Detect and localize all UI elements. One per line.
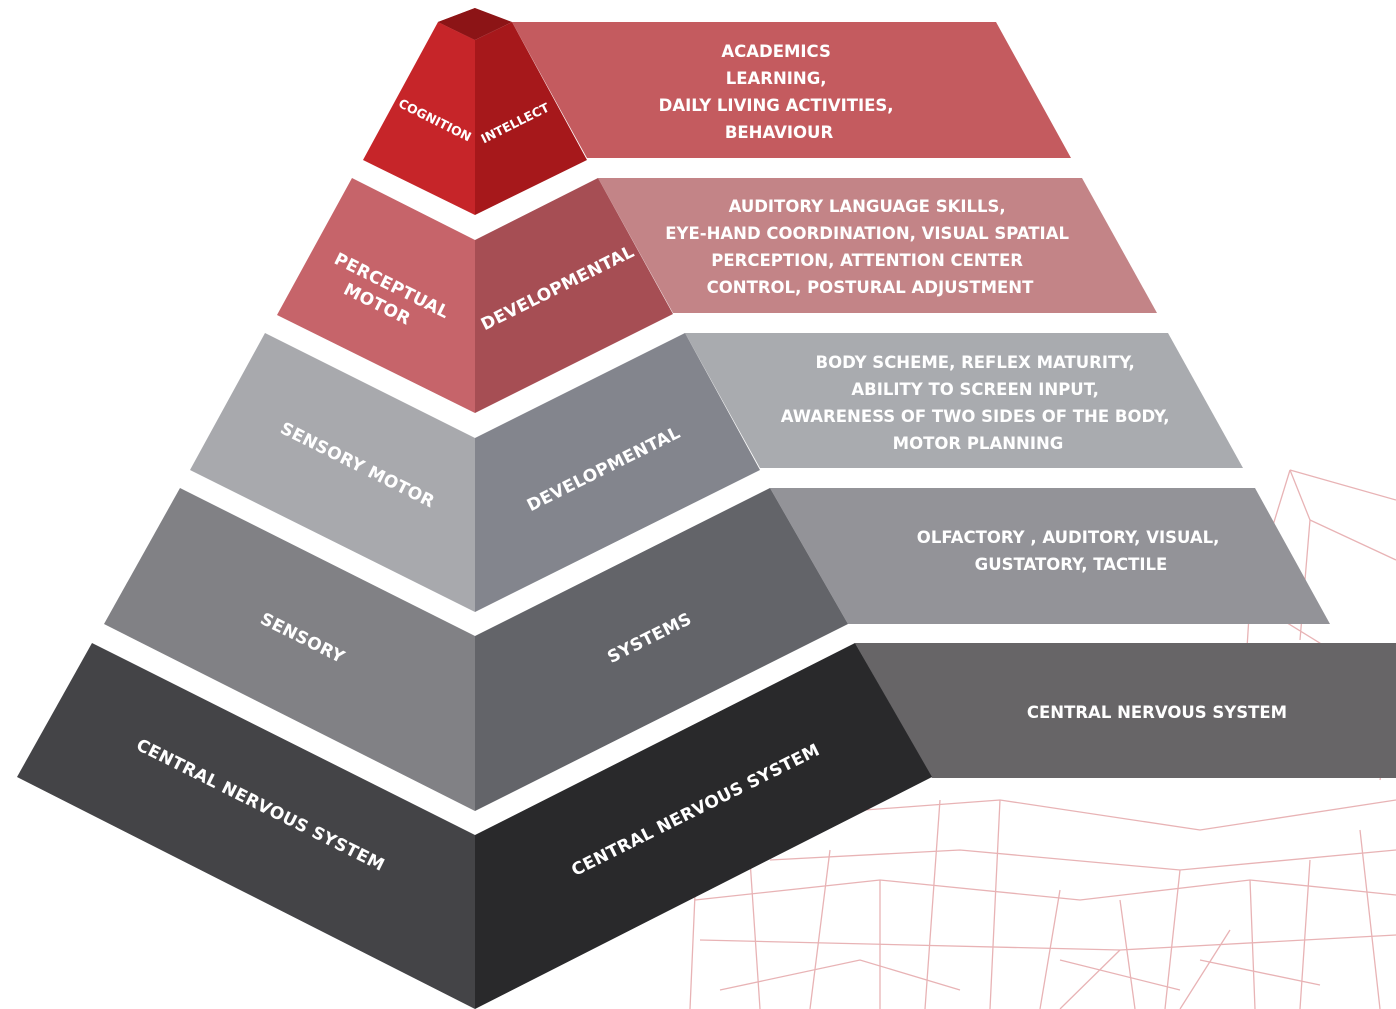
level-perceptual-motor: PERCEPTUAL MOTOR DEVELOPMENTAL AUDITORY … xyxy=(277,178,1157,413)
level-cns: CENTRAL NERVOUS SYSTEM CENTRAL NERVOUS S… xyxy=(17,643,1396,1009)
band-perceptual-motor xyxy=(598,178,1157,313)
pyramid-apex xyxy=(438,8,512,40)
level-cognition: COGNITION INTELLECT ACADEMICS LEARNING, … xyxy=(363,8,1071,215)
band-sensory-motor xyxy=(685,333,1243,468)
level-sensory: SENSORY SYSTEMS OLFACTORY , AUDITORY, VI… xyxy=(104,488,1330,811)
cognition-band-text: ACADEMICS LEARNING, DAILY LIVING ACTIVIT… xyxy=(659,42,900,142)
band-cns xyxy=(855,643,1396,778)
face-perceptual-motor-left xyxy=(277,178,475,413)
face-cognition-left xyxy=(363,22,475,215)
face-sensory-left xyxy=(104,488,475,811)
face-sensory-motor-right xyxy=(475,333,760,612)
face-sensory-motor-left xyxy=(190,333,475,612)
perceptual-motor-band-text: AUDITORY LANGUAGE SKILLS, EYE-HAND COORD… xyxy=(665,197,1075,297)
sensory-band-text: OLFACTORY , AUDITORY, VISUAL, GUSTATORY,… xyxy=(917,528,1225,574)
face-cns-left xyxy=(17,643,475,1009)
level-sensory-motor: SENSORY MOTOR DEVELOPMENTAL BODY SCHEME,… xyxy=(190,333,1243,612)
face-cns-right xyxy=(475,643,932,1009)
face-sensory-right xyxy=(475,488,848,811)
cns-band-text: CENTRAL NERVOUS SYSTEM xyxy=(1027,703,1287,722)
band-sensory xyxy=(770,488,1330,624)
band-cognition xyxy=(512,22,1071,158)
face-perceptual-motor-right xyxy=(475,178,673,413)
face-cognition-right xyxy=(475,22,587,215)
sensory-motor-band-text: BODY SCHEME, REFLEX MATURITY, ABILITY TO… xyxy=(781,353,1175,453)
